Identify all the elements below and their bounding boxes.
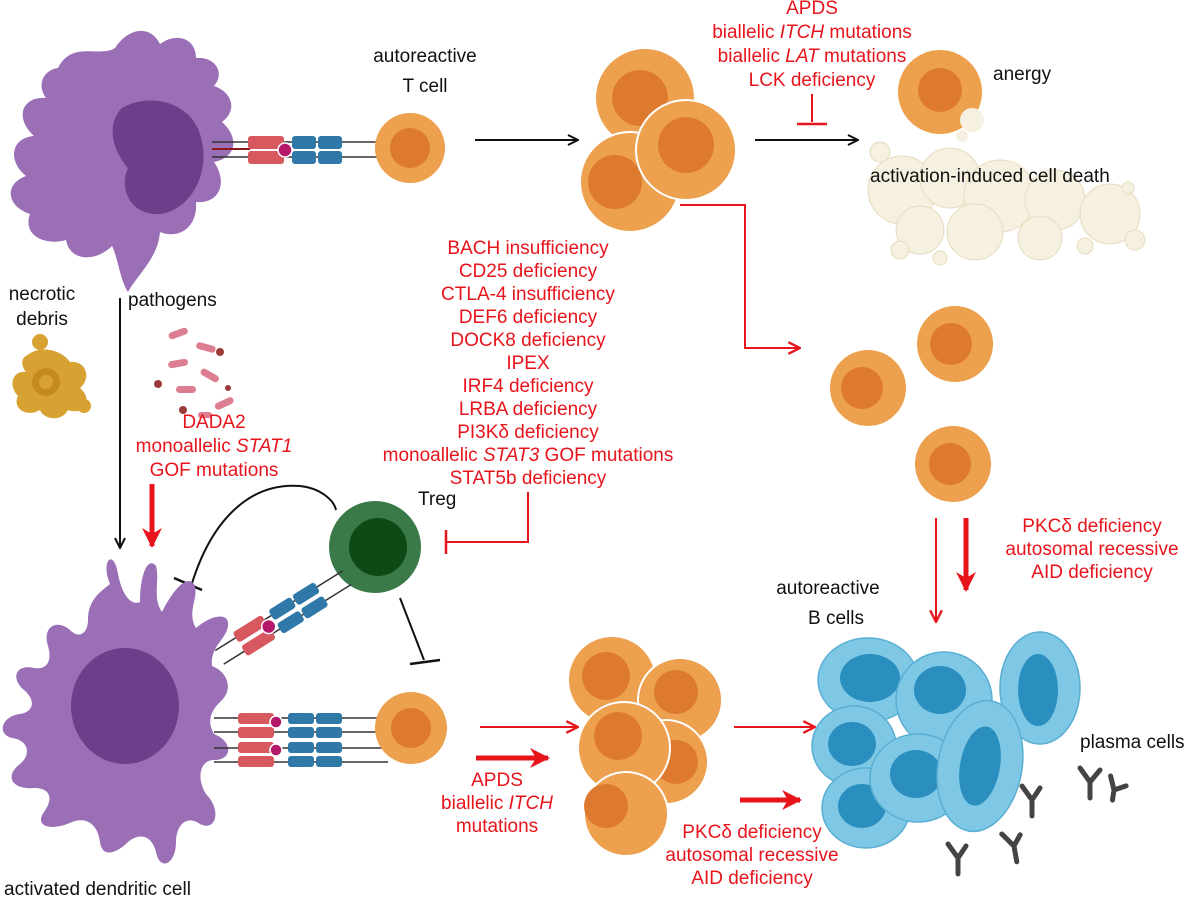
t-cell-cluster-right [830,306,993,502]
anergic-t-cell [898,50,984,142]
treg-cell [329,501,421,593]
dying-cell-debris [867,141,1146,266]
plasma-cells-label: plasma cells [1080,732,1185,753]
anergy-defect-3: biallelic LAT mutations [718,46,907,67]
tcr-mhc-complex-treg [214,570,352,665]
treg-defect-4: DEF6 deficiency [459,307,598,328]
autoreactive-t-cell [375,113,445,183]
treg-defect-8: LRBA deficiency [459,399,598,420]
b-cell-right-defect-2: autosomal recessive [1005,539,1178,560]
necrotic-debris-label-2: debris [16,309,68,330]
t-expansion-defect-2: biallelic ITCH [441,793,553,814]
anergy-defect-1: APDS [786,0,838,19]
treg-inhibition-line [447,492,529,543]
t-cell-cluster-bottom [567,635,723,857]
treg-defect-10: monoallelic STAT3 GOF mutations [383,445,674,466]
treg-defect-6: IPEX [506,353,550,374]
autoreactive-b-cells-label-2: B cells [808,608,864,629]
dendritic-cell-top [10,30,234,293]
t-expansion-defect-1: APDS [471,770,523,791]
dc-activation-defect-1: DADA2 [182,412,245,433]
anergy-defect-2: biallelic ITCH mutations [712,22,912,43]
dc-activation-defect-3: GOF mutations [150,460,279,481]
treg-defect-5: DOCK8 deficiency [450,330,606,351]
b-cell-cluster [811,631,1081,849]
treg-defect-1: BACH insufficiency [447,238,609,259]
autoreactive-t-cell-label-1: autoreactive [373,46,477,67]
treg-label: Treg [418,489,456,510]
pathogens-icon [154,327,234,418]
autoreactive-t-cell-label-2: T cell [402,76,447,97]
aicd-label: activation-induced cell death [870,166,1110,187]
t-expansion-defect-3: mutations [456,816,538,837]
anergy-label: anergy [993,64,1052,85]
treg-suppression-line-t [399,597,425,661]
treg-defect-7: IRF4 deficiency [463,376,594,397]
b-cell-right-defect-1: PKCδ deficiency [1022,516,1162,537]
treg-defect-2: CD25 deficiency [459,261,598,282]
activated-dendritic-cell [2,559,229,864]
anergy-defect-4: LCK deficiency [749,70,876,91]
tcr-mhc-complex-bottom [214,713,388,767]
expansion-arrow [680,204,800,348]
b-cell-right-defect-3: AID deficiency [1031,562,1153,583]
treg-defect-3: CTLA-4 insufficiency [441,284,615,305]
activated-t-cell [375,692,447,764]
treg-suppression-bar-t [409,658,441,666]
autoreactive-b-cells-label-1: autoreactive [776,578,880,599]
necrotic-debris-label-1: necrotic [9,284,76,305]
dc-activation-defect-2: monoallelic STAT1 [136,436,293,457]
treg-defect-11: STAT5b deficiency [450,468,607,489]
treg-defect-9: PI3Kδ deficiency [457,422,599,443]
b-cell-bottom-defect-2: autosomal recessive [665,845,838,866]
necrotic-debris [12,334,91,419]
activated-dendritic-cell-label: activated dendritic cell [4,879,191,900]
treg-defect-list: BACH insufficiency CD25 deficiency CTLA-… [383,238,674,489]
pathogens-label: pathogens [128,290,217,311]
b-cell-bottom-defect-1: PKCδ deficiency [682,822,822,843]
antibody-icons [945,765,1129,877]
t-cell-cluster-top [579,47,737,233]
tcr-mhc-complex-top [212,136,380,164]
b-cell-bottom-defect-3: AID deficiency [691,868,813,889]
treg-suppression-curve [189,484,337,591]
